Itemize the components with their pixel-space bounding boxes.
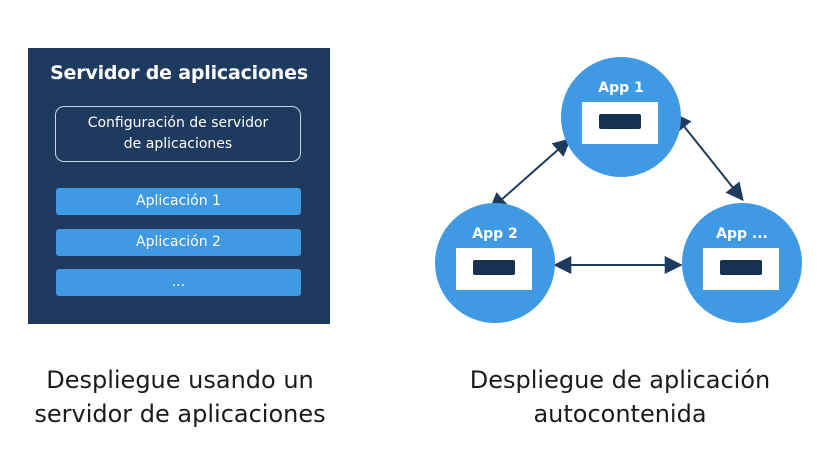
caption-self-contained-deployment: Despliegue de aplicación autocontenida	[430, 363, 810, 431]
caption-left-line2: servidor de aplicaciones	[34, 400, 326, 428]
app-node-1-label: App 1	[598, 80, 644, 96]
caption-left-line1: Despliegue usando un	[46, 366, 314, 394]
application-bar-more: ...	[56, 269, 301, 296]
app-container-icon	[456, 248, 532, 290]
connection-arrow-app1-app3	[673, 112, 744, 202]
app-node-more: App ...	[682, 203, 802, 323]
application-server-panel: Servidor de aplicaciones Configuración d…	[28, 48, 330, 324]
app-node-more-label: App ...	[716, 226, 768, 242]
application-bar-1: Aplicación 1	[56, 188, 301, 215]
app-container-icon	[703, 248, 779, 290]
app-node-1: App 1	[561, 57, 681, 177]
caption-right-line1: Despliegue de aplicación	[469, 366, 771, 394]
application-bar-2: Aplicación 2	[56, 229, 301, 256]
caption-app-server-deployment: Despliegue usando un servidor de aplicac…	[10, 363, 350, 431]
app-node-2: App 2	[435, 203, 555, 323]
server-title: Servidor de aplicaciones	[50, 62, 308, 84]
app-node-2-label: App 2	[472, 226, 518, 242]
config-label-line2: de aplicaciones	[123, 136, 233, 152]
caption-right-line2: autocontenida	[533, 400, 707, 428]
connection-arrow-app1-app2	[488, 138, 572, 211]
app-container-icon	[582, 102, 658, 144]
config-label-line1: Configuración de servidor	[87, 115, 269, 131]
server-config-box: Configuración de servidor de aplicacione…	[55, 106, 301, 162]
